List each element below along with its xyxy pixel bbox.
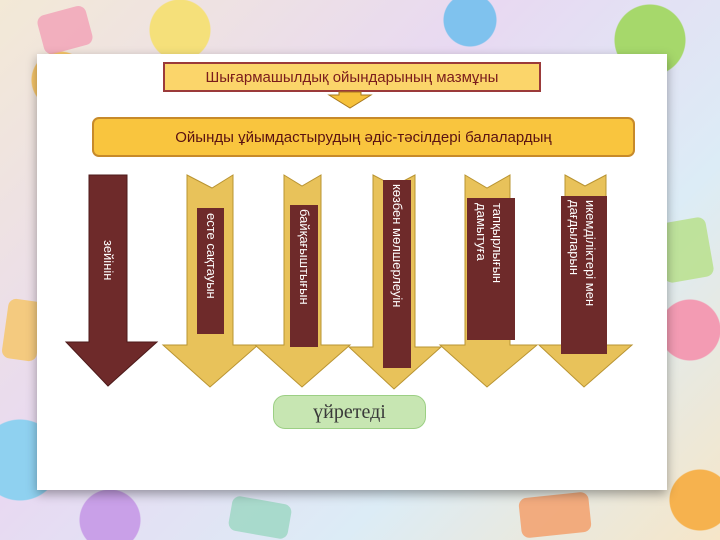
- arrow-6-label: икемділіктері мен дағдыларын: [567, 200, 598, 307]
- arrow-5-label-bg: [467, 198, 515, 340]
- arrow-4-label-bg: [383, 180, 411, 368]
- arrow-2-label: есте сақтауын: [204, 213, 219, 299]
- arrow-2-label-bg: [197, 208, 224, 334]
- arrow-5-label: тапқырлығын дамытуға: [474, 203, 505, 284]
- arrow-3-label: байқағыштығын: [297, 209, 312, 305]
- connector-down-arrow: [327, 91, 373, 109]
- arrow-1: [64, 174, 159, 387]
- result-box: үйретеді: [273, 395, 426, 429]
- arrow-6-label-bg: [561, 196, 607, 354]
- main-statement: Ойынды ұйымдастырудың әдіс-тәсілдері бал…: [92, 117, 635, 157]
- arrow-4-label: көзбен мөлшерлеуін: [390, 184, 405, 308]
- arrow-3-label-bg: [290, 205, 318, 347]
- arrow-1-label: зейінін: [101, 240, 116, 281]
- diagram-title: Шығармашылдық ойындарының мазмұны: [163, 62, 541, 92]
